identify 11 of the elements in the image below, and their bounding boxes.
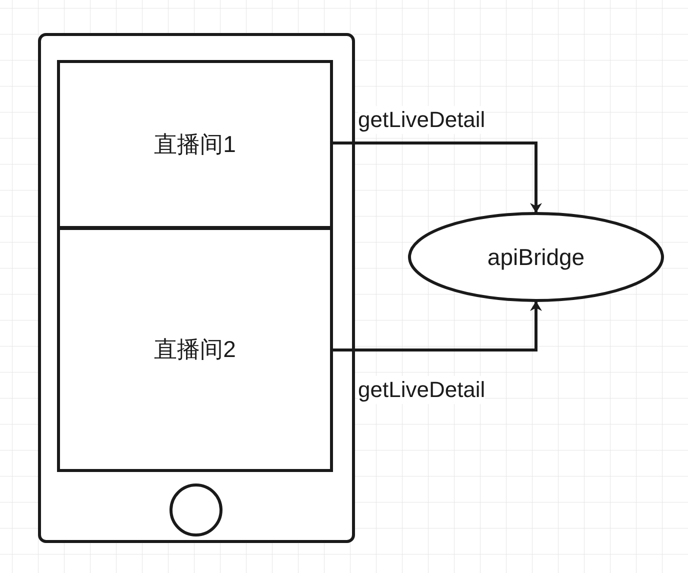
node-label: apiBridge [487, 242, 585, 272]
room-box [57, 60, 333, 229]
phone-outline [38, 33, 355, 543]
arrow [333, 142, 542, 213]
room-box [57, 227, 333, 472]
edge-label: getLiveDetail [358, 376, 486, 404]
ellipse-node [408, 212, 664, 302]
node-label: 直播间1 [154, 130, 236, 160]
arrow [333, 301, 542, 352]
node-label: 直播间2 [154, 335, 236, 364]
edge-label: getLiveDetail [358, 106, 486, 134]
